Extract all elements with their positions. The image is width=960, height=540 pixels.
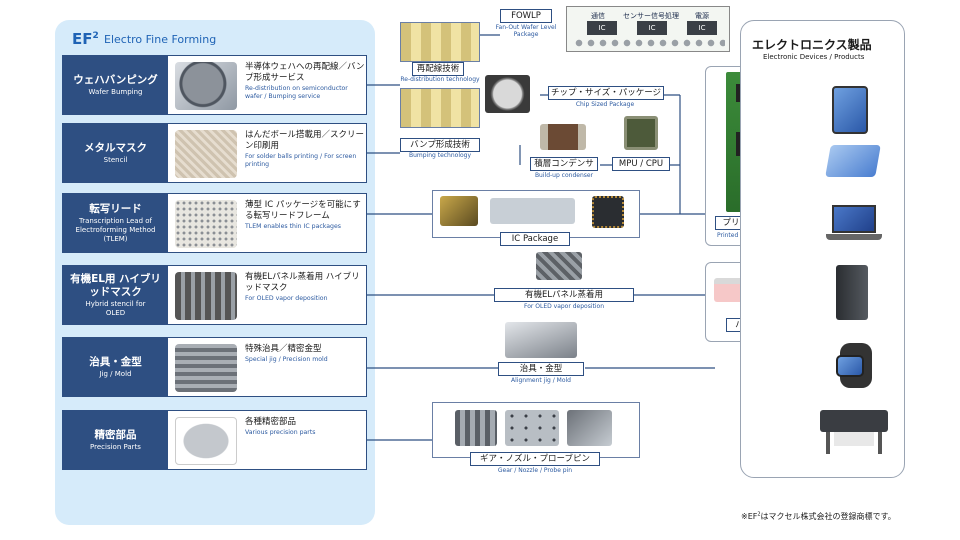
jig-image bbox=[175, 344, 237, 392]
fowlp-label: FOWLP bbox=[500, 9, 552, 23]
nozzle-image bbox=[505, 410, 559, 446]
redistribution-sub: Re-distribution technology bbox=[400, 76, 480, 83]
product-panel bbox=[740, 20, 905, 478]
jig-label: 治具・金型 bbox=[498, 362, 584, 376]
wafer-image bbox=[175, 62, 237, 110]
probe-pin-image bbox=[567, 410, 612, 446]
lead-frame-image bbox=[175, 200, 237, 248]
ic-chip: IC bbox=[587, 21, 617, 35]
gear-sub: Gear / Nozzle / Probe pin bbox=[497, 467, 573, 474]
row-name-en: Hybrid stencil for OLED bbox=[85, 299, 146, 317]
row-desc: 各種精密部品 Various precision parts bbox=[245, 417, 316, 436]
jig-sub: Alignment jig / Mold bbox=[511, 377, 571, 384]
row-name-en: Jig / Mold bbox=[99, 369, 132, 378]
gear-label: ギア・ノズル・プローブピン bbox=[470, 452, 600, 466]
row-tab: 有機EL用 ハイブリッドマスク Hybrid stencil for OLED bbox=[63, 266, 168, 324]
buildup-sub: Build-up condenser bbox=[534, 172, 594, 179]
oled-label: 有機ELパネル蒸着用 bbox=[494, 288, 634, 302]
product-subtitle: Electronic Devices / Products bbox=[763, 53, 865, 61]
ef2-subtitle: Electro Fine Forming bbox=[104, 33, 217, 46]
row-name-en: Precision Parts bbox=[90, 442, 141, 451]
row-tlem: 転写リード Transcription Lead of Electroformi… bbox=[62, 193, 367, 253]
csp-label: チップ・サイズ・パッケージ bbox=[548, 86, 664, 100]
fowlp-chip-label: 電源 bbox=[695, 12, 709, 20]
row-name: ウェハバンピング bbox=[73, 73, 158, 86]
fowlp-board: 通信 センサー信号処理 電源 IC IC IC bbox=[566, 6, 730, 52]
ic-package-image bbox=[440, 196, 478, 226]
row-tab: 精密部品 Precision Parts bbox=[63, 411, 168, 469]
ic-chip: IC bbox=[637, 21, 667, 35]
hybrid-mask-image bbox=[175, 272, 237, 320]
row-name-en: Stencil bbox=[103, 155, 128, 164]
row-tab: 転写リード Transcription Lead of Electroformi… bbox=[63, 194, 168, 252]
ic-package-image bbox=[592, 196, 624, 228]
printer-paper bbox=[834, 432, 874, 446]
row-name: 治具・金型 bbox=[89, 355, 142, 368]
printer-leg bbox=[878, 432, 882, 454]
ic-package-label: IC Package bbox=[500, 232, 570, 246]
wafer-cross-section bbox=[400, 22, 480, 62]
oled-sub: For OLED vapor deposition bbox=[523, 303, 604, 310]
csp-sub: Chip Sized Package bbox=[575, 101, 635, 108]
row-name: 有機EL用 ハイブリッドマスク bbox=[70, 272, 161, 298]
row-tab: 治具・金型 Jig / Mold bbox=[63, 338, 168, 396]
cpu-image bbox=[624, 116, 658, 150]
precision-parts-image bbox=[175, 417, 237, 465]
bumping-sub: Bumping technology bbox=[408, 152, 472, 159]
oled-mask-image bbox=[536, 252, 582, 280]
row-name: 転写リード bbox=[89, 202, 142, 215]
ic-package-image bbox=[490, 198, 575, 224]
row-desc: 半導体ウェハへの再配線／バンプ形成サービス Re-distribution on… bbox=[245, 62, 365, 100]
printer-leg bbox=[826, 432, 830, 454]
footnote: ※EF2はマクセル株式会社の登録商標です。 bbox=[741, 511, 896, 521]
row-jig-mold: 治具・金型 Jig / Mold 特殊治具／精密金型 Special jig /… bbox=[62, 337, 367, 397]
row-name-en: Wafer Bumping bbox=[88, 87, 143, 96]
solder-ball-row bbox=[573, 39, 725, 47]
row-name: メタルマスク bbox=[84, 141, 147, 154]
redistribution-label: 再配線技術 bbox=[412, 62, 464, 76]
jig-mold-image bbox=[505, 322, 577, 358]
watch-face bbox=[836, 355, 864, 377]
fowlp-chip-label: センサー信号処理 bbox=[623, 12, 679, 20]
condenser-image bbox=[540, 124, 586, 150]
gear-image bbox=[455, 410, 497, 446]
row-precision-parts: 精密部品 Precision Parts 各種精密部品 Various prec… bbox=[62, 410, 367, 470]
stencil-image bbox=[175, 130, 237, 178]
printer-body bbox=[820, 410, 888, 432]
server-icon bbox=[836, 265, 868, 320]
buildup-label: 積層コンデンサ bbox=[530, 157, 598, 171]
bump-cross-section bbox=[400, 88, 480, 128]
fowlp-chip-label: 通信 bbox=[591, 12, 605, 20]
row-desc: 有機ELパネル蒸着用 ハイブリッドマスク For OLED vapor depo… bbox=[245, 272, 360, 302]
row-tab: メタルマスク Stencil bbox=[63, 124, 168, 182]
product-title: エレクトロニクス製品 bbox=[752, 38, 872, 52]
laptop-icon bbox=[826, 205, 882, 243]
bumping-label: バンプ形成技術 bbox=[400, 138, 480, 152]
tablet-icon bbox=[832, 86, 868, 134]
row-wafer-bumping: ウェハバンピング Wafer Bumping 半導体ウェハへの再配線／バンプ形成… bbox=[62, 55, 367, 115]
ef2-title: EF2 bbox=[72, 30, 99, 48]
row-name-en: Transcription Lead of Electroforming Met… bbox=[75, 216, 156, 243]
row-desc: 特殊治具／精密金型 Special jig / Precision mold bbox=[245, 344, 328, 363]
row-desc: はんだボール搭載用／スクリーン印刷用 For solder balls prin… bbox=[245, 130, 365, 168]
row-name: 精密部品 bbox=[94, 428, 137, 441]
card-icon bbox=[825, 145, 881, 177]
fowlp-sub: Fan-Out Wafer Level Package bbox=[495, 24, 557, 38]
row-oled-mask: 有機EL用 ハイブリッドマスク Hybrid stencil for OLED … bbox=[62, 265, 367, 325]
ic-chip: IC bbox=[687, 21, 717, 35]
laptop-base bbox=[826, 234, 882, 240]
bump-wafer-image bbox=[485, 75, 530, 113]
printer-icon bbox=[820, 410, 888, 455]
row-metal-mask: メタルマスク Stencil はんだボール搭載用／スクリーン印刷用 For so… bbox=[62, 123, 367, 183]
row-desc: 薄型 IC パッケージを可能にする転写リードフレーム TLEM enables … bbox=[245, 200, 361, 230]
mpu-label: MPU / CPU bbox=[612, 157, 670, 171]
smartwatch-icon bbox=[836, 343, 876, 388]
row-tab: ウェハバンピング Wafer Bumping bbox=[63, 56, 168, 114]
laptop-screen bbox=[832, 205, 876, 233]
